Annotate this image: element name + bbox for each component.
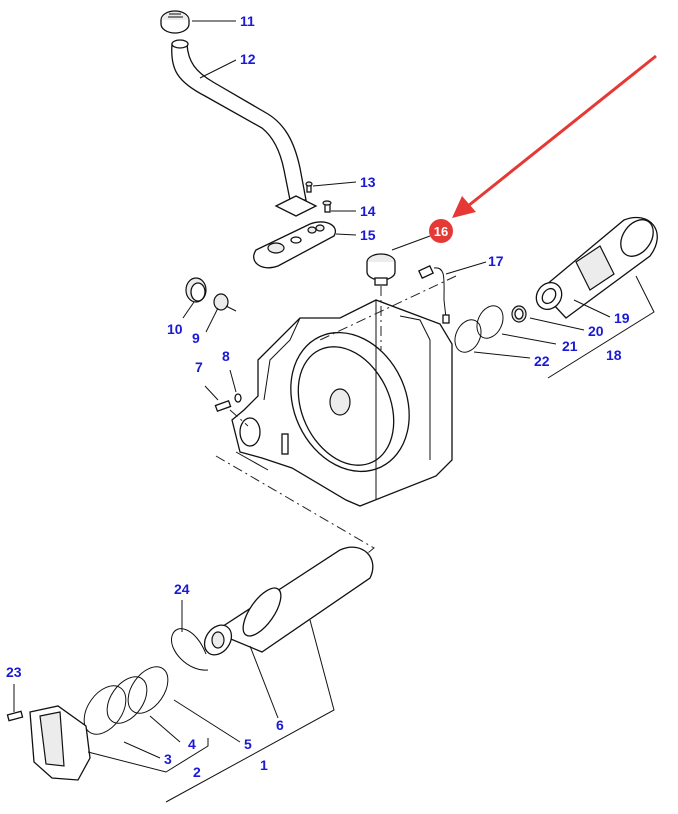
callout-6[interactable]: 6 — [276, 717, 284, 733]
callout-12[interactable]: 12 — [240, 51, 256, 67]
part-8-washer[interactable] — [234, 393, 242, 403]
highlight-arrow — [452, 54, 657, 218]
callout-24[interactable]: 24 — [174, 581, 190, 597]
transmission-housing — [231, 299, 453, 507]
part-7-plug[interactable] — [214, 399, 232, 413]
part-23-bolt[interactable] — [6, 710, 24, 722]
centerline — [319, 275, 457, 341]
callout-7[interactable]: 7 — [195, 359, 203, 375]
callout-3[interactable]: 3 — [164, 751, 172, 767]
callout-17[interactable]: 17 — [488, 253, 504, 269]
callout-15[interactable]: 15 — [360, 227, 376, 243]
part-12-filler-tube[interactable] — [171, 39, 318, 217]
part-9-sensor-plug[interactable] — [213, 293, 237, 312]
part-16-breather-cap[interactable] — [366, 253, 396, 286]
callout-22[interactable]: 22 — [534, 353, 550, 369]
part-6-shaft-housing[interactable] — [199, 546, 374, 660]
part-24-snap-ring[interactable] — [171, 628, 209, 671]
part-19-housing[interactable] — [531, 214, 660, 319]
callout-5[interactable]: 5 — [244, 736, 252, 752]
part-3-o-ring[interactable] — [76, 678, 135, 742]
part-13-screw[interactable] — [305, 181, 313, 193]
callout-labels: 11 12 13 14 15 16 17 10 9 8 7 19 20 21 1… — [6, 13, 630, 780]
callout-2[interactable]: 2 — [193, 764, 201, 780]
centerline — [229, 409, 249, 427]
callout-8[interactable]: 8 — [222, 348, 230, 364]
part-22-o-ring[interactable] — [450, 316, 486, 357]
part-5-o-ring[interactable] — [120, 660, 176, 721]
leader-lines — [13, 20, 655, 803]
callout-20[interactable]: 20 — [588, 323, 604, 339]
part-15-cover-plate[interactable] — [253, 221, 336, 269]
callout-1[interactable]: 1 — [260, 757, 268, 773]
svg-text:16: 16 — [434, 224, 448, 239]
part-11-filler-cap[interactable] — [160, 10, 190, 34]
callout-10[interactable]: 10 — [167, 321, 183, 337]
part-10-cap[interactable] — [185, 277, 207, 303]
callout-9[interactable]: 9 — [192, 330, 200, 346]
part-2-cover[interactable] — [29, 705, 91, 781]
callout-21[interactable]: 21 — [562, 338, 578, 354]
callout-23[interactable]: 23 — [6, 664, 22, 680]
callout-19[interactable]: 19 — [614, 310, 630, 326]
part-17-sensor[interactable] — [418, 264, 450, 324]
callout-18[interactable]: 18 — [606, 347, 622, 363]
part-4-o-ring[interactable] — [99, 670, 155, 731]
part-20-bushing[interactable] — [511, 305, 527, 323]
part-14-screw[interactable] — [322, 200, 332, 213]
part-21-o-ring[interactable] — [472, 302, 508, 343]
callout-11[interactable]: 11 — [240, 13, 255, 29]
callout-13[interactable]: 13 — [360, 174, 376, 190]
callout-4[interactable]: 4 — [188, 736, 196, 752]
callout-16-highlighted[interactable]: 16 — [429, 219, 453, 243]
callout-14[interactable]: 14 — [360, 203, 376, 219]
